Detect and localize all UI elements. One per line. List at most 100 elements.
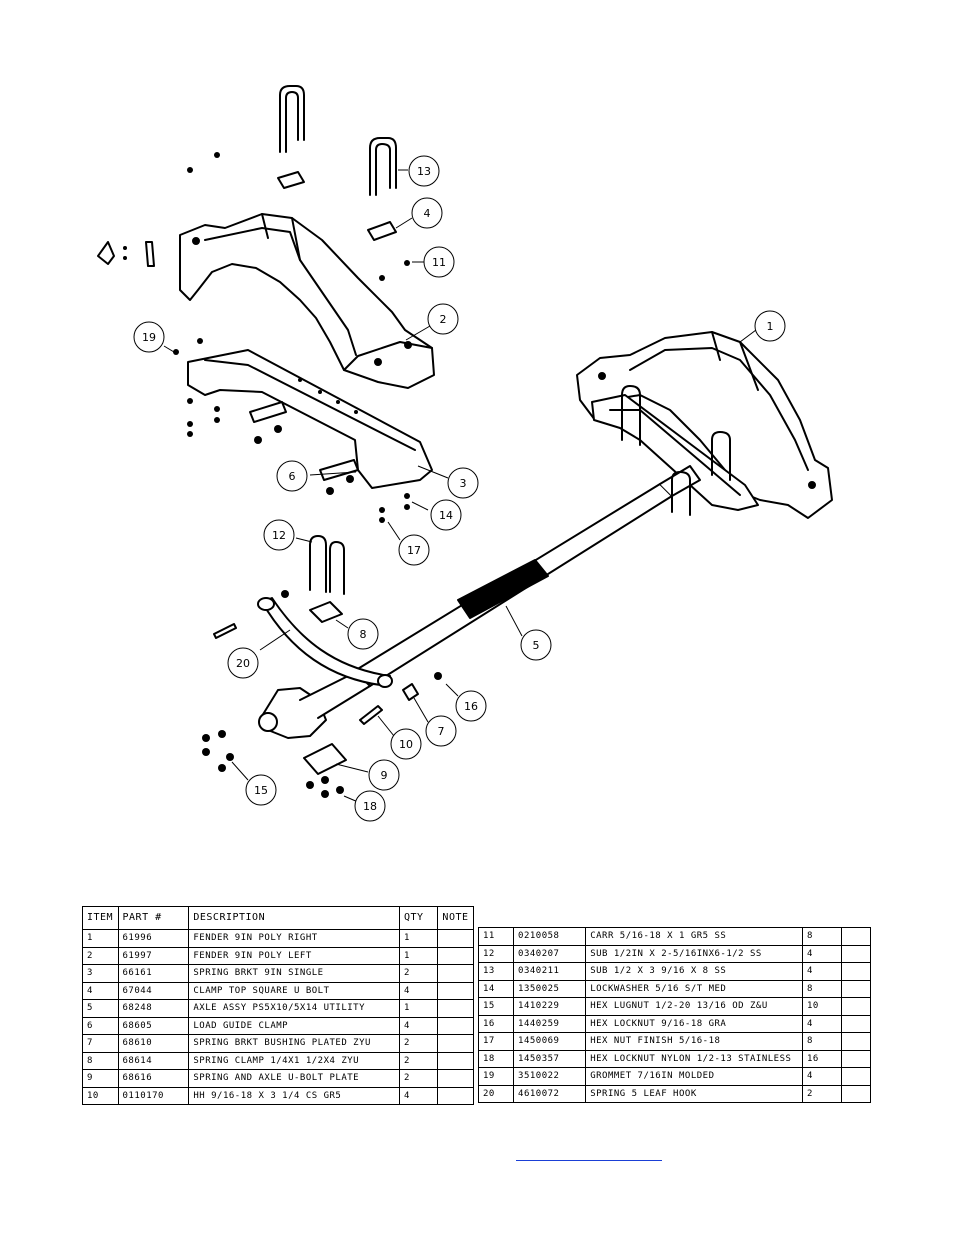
load-guide-clamp-upper — [249, 401, 287, 423]
cell-description: GROMMET 7/16IN MOLDED — [585, 1067, 803, 1086]
cell-description: HEX LOCKNUT NYLON 1/2-13 STAINLESS — [585, 1049, 803, 1068]
cell-qty: 2 — [398, 1051, 439, 1070]
header-item: ITEM — [82, 906, 119, 930]
cell-description: AXLE ASSY PS5X10/5X14 UTILITY — [188, 999, 400, 1018]
callout-12 — [263, 519, 295, 551]
cell-item: 14 — [477, 979, 515, 998]
cell-part: 0340207 — [513, 944, 587, 963]
cell-part: 67044 — [117, 981, 190, 1000]
callout-18 — [354, 790, 386, 822]
cell-qty: 4 — [801, 1014, 843, 1033]
cell-item: 15 — [477, 997, 515, 1016]
callout-label-1: 1 — [767, 320, 774, 333]
callout-label-20: 20 — [236, 657, 250, 670]
cell-note — [841, 1014, 871, 1033]
header-description: DESCRIPTION — [188, 906, 400, 930]
callout-6 — [276, 460, 308, 492]
callout-label-3: 3 — [460, 477, 467, 490]
cell-part: 61996 — [117, 929, 190, 948]
axle-grip — [457, 559, 549, 619]
cell-item: 13 — [477, 962, 515, 981]
clamp-top-left — [277, 171, 305, 189]
cell-item: 1 — [82, 929, 119, 948]
callout-17 — [398, 534, 430, 566]
cell-item: 11 — [477, 927, 515, 946]
cell-description: FENDER 9IN POLY LEFT — [188, 946, 400, 965]
cell-qty: 2 — [398, 964, 439, 983]
footer-link[interactable] — [516, 1146, 662, 1161]
cell-qty: 1 — [398, 999, 439, 1018]
callout-label-10: 10 — [399, 738, 413, 751]
cell-qty: 1 — [398, 946, 439, 965]
cell-item: 9 — [82, 1069, 119, 1088]
callout-label-12: 12 — [272, 529, 286, 542]
callout-14 — [430, 499, 462, 531]
cell-note — [437, 946, 474, 965]
cell-note — [841, 927, 871, 946]
cell-qty: 4 — [398, 981, 439, 1000]
cell-note — [841, 997, 871, 1016]
callout-19 — [133, 321, 165, 353]
cell-description: FENDER 9IN POLY RIGHT — [188, 929, 400, 948]
cell-qty: 8 — [801, 979, 843, 998]
cell-qty: 4 — [398, 1086, 439, 1105]
callout-label-14: 14 — [439, 509, 453, 522]
cell-note — [841, 1032, 871, 1051]
load-guide-clamp-6 — [319, 459, 359, 481]
cell-note — [437, 1069, 474, 1088]
cell-note — [437, 981, 474, 1000]
cell-qty: 4 — [801, 962, 843, 981]
cell-qty: 8 — [801, 1032, 843, 1051]
cell-note — [841, 1049, 871, 1068]
callout-label-11: 11 — [432, 256, 446, 269]
cell-part: 61997 — [117, 946, 190, 965]
cell-note — [437, 1016, 474, 1035]
cell-item: 7 — [82, 1034, 119, 1053]
cell-description: SPRING BRKT 9IN SINGLE — [188, 964, 400, 983]
callout-16 — [455, 690, 487, 722]
callout-label-19: 19 — [142, 331, 156, 344]
cell-description: LOAD GUIDE CLAMP — [188, 1016, 400, 1035]
cell-description: SUB 1/2 X 3 9/16 X 8 SS — [585, 962, 803, 981]
cell-description: CARR 5/16-18 X 1 GR5 SS — [585, 927, 803, 946]
cell-item: 3 — [82, 964, 119, 983]
cell-item: 12 — [477, 944, 515, 963]
cell-note — [437, 1086, 474, 1105]
callout-label-18: 18 — [363, 800, 377, 813]
cell-qty: 8 — [801, 927, 843, 946]
cell-part: 68605 — [117, 1016, 190, 1035]
cell-description: HH 9/16-18 X 3 1/4 CS GR5 — [188, 1086, 400, 1105]
cell-qty: 1 — [398, 929, 439, 948]
bolt-10 — [359, 705, 383, 725]
cell-description: SPRING AND AXLE U-BOLT PLATE — [188, 1069, 400, 1088]
cell-qty: 2 — [801, 1084, 843, 1103]
cell-item: 17 — [477, 1032, 515, 1051]
cell-description: HEX LOCKNUT 9/16-18 GRA — [585, 1014, 803, 1033]
callout-4 — [411, 197, 443, 229]
cell-item: 10 — [82, 1086, 119, 1105]
table-header-row: ITEM PART # DESCRIPTION QTY NOTE — [82, 906, 474, 930]
cell-part: 68248 — [117, 999, 190, 1018]
cell-part: 66161 — [117, 964, 190, 983]
callout-15 — [245, 774, 277, 806]
callout-label-9: 9 — [381, 769, 388, 782]
cell-item: 16 — [477, 1014, 515, 1033]
callout-label-6: 6 — [289, 470, 296, 483]
cell-item: 4 — [82, 981, 119, 1000]
bushing-7 — [402, 683, 419, 701]
bolt-20 — [213, 623, 237, 639]
cell-part: 1350025 — [513, 979, 587, 998]
